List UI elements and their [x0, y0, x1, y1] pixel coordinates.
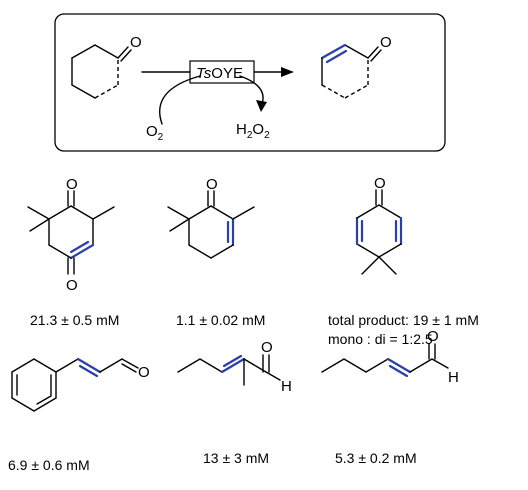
molecule-cinnamaldehyde: O — [11, 357, 150, 412]
mol1-bottom-oxygen: O — [66, 277, 78, 294]
enzyme-box — [189, 60, 255, 84]
mol3-oxygen: O — [374, 175, 386, 192]
o2-curved-arrow — [159, 75, 201, 125]
product-3-total: total product: 19 ± 1 mM — [328, 312, 479, 328]
product-cyclohexenone: O — [320, 34, 392, 99]
product-oxygen-label: O — [380, 34, 392, 51]
product-5-yield: 13 ± 3 mM — [203, 450, 269, 466]
molecule-dimethylcyclohexadienone: O — [355, 175, 403, 275]
scheme-box — [54, 13, 446, 152]
h2o2-label: H2O2 — [236, 121, 270, 141]
product-2-yield: 1.1 ± 0.02 mM — [176, 312, 265, 328]
reaction-arrowhead — [281, 67, 294, 77]
h2o2-curved-arrow — [239, 75, 264, 105]
molecule-trimethylcyclohexenedione: O O — [27, 176, 115, 294]
mol6-hydrogen: H — [448, 369, 459, 386]
substrate-oxygen-label: O — [130, 34, 142, 51]
mol1-top-oxygen: O — [66, 176, 78, 193]
product-4-yield: 6.9 ± 0.6 mM — [8, 457, 90, 473]
product-3-ratio: mono : di = 1:2.5 — [328, 331, 433, 347]
mol2-oxygen: O — [206, 176, 218, 193]
molecule-hexenal: O H — [321, 328, 459, 386]
molecule-methylpentenal: O H — [177, 339, 292, 395]
mol6-oxygen: O — [427, 328, 439, 345]
molecule-trimethylcyclohexenone: O — [167, 176, 255, 259]
mol5-oxygen: O — [261, 339, 273, 356]
o2-label: O2 — [146, 123, 164, 143]
substrate-cyclohexanone: O — [71, 34, 142, 99]
enzyme-label: TsOYE — [196, 65, 243, 82]
h2o2-arrowhead — [256, 100, 267, 112]
mol5-hydrogen: H — [281, 378, 292, 395]
mol4-oxygen: O — [138, 364, 150, 381]
product-1-yield: 21.3 ± 0.5 mM — [30, 312, 119, 328]
product-6-yield: 5.3 ± 0.2 mM — [335, 450, 417, 466]
